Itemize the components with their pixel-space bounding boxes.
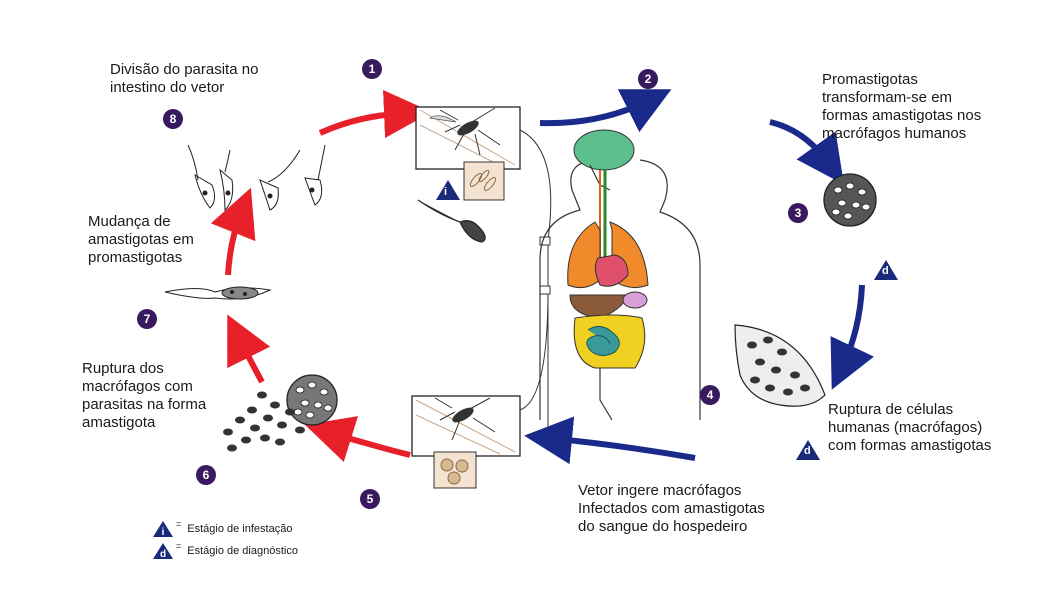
step-6-badge: 6: [196, 465, 216, 485]
svg-text:i: i: [162, 527, 165, 538]
infective-badge-letter: i: [444, 186, 448, 198]
sandfly-bite-illustration-bottom: [411, 395, 521, 489]
ruptured-macrophage: [223, 374, 338, 452]
step-2-badge: 2: [638, 69, 658, 89]
legend-diagnostic: d = Estágio de diagnóstico: [152, 541, 298, 560]
arrow-8-to-1: [318, 90, 432, 138]
legend-infective-label: Estágio de infestação: [187, 523, 293, 535]
lung-left: [567, 221, 601, 289]
step-1-badge: 1: [362, 59, 382, 79]
stomach: [622, 291, 648, 309]
svg-text:d: d: [160, 549, 166, 560]
sandfly-bite-illustration-top: [415, 106, 521, 243]
arrow-5-to-6: [305, 416, 411, 463]
human-body-illustration: [539, 129, 701, 421]
diagnostic-badge-letter-upper: d: [882, 265, 889, 277]
diagnostic-stage-marker-lower: [796, 440, 820, 460]
connector-lines: [519, 129, 552, 430]
small-intestine: [586, 326, 620, 356]
heart: [594, 254, 629, 287]
arrow-4-to-5: [524, 416, 696, 465]
diagnostic-legend-icon: d: [153, 543, 173, 560]
arrow-2-to-3: [769, 119, 844, 185]
infected-macrophage: [823, 173, 877, 227]
diagnostic-stage-marker-upper: [874, 260, 898, 280]
infective-legend-icon: i: [153, 521, 173, 538]
brain: [573, 129, 635, 171]
promastigotes-dividing: [187, 144, 326, 212]
infective-stage-marker: [436, 180, 460, 200]
arrow-3-to-4: [830, 284, 874, 390]
rupturing-human-cell: [734, 324, 826, 407]
legend-diagnostic-label: Estágio de diagnóstico: [187, 545, 298, 557]
step-5-badge: 5: [360, 489, 380, 509]
arrow-7-to-8: [210, 187, 256, 276]
step-8-badge: 8: [163, 109, 183, 129]
promastigote-transforming: [164, 286, 272, 300]
step-7-badge: 7: [137, 309, 157, 329]
liver: [569, 294, 629, 319]
diagnostic-badge-letter-lower: d: [804, 445, 811, 457]
arrow-1-to-2: [539, 89, 672, 133]
step-4-badge: 4: [700, 385, 720, 405]
arrow-6-to-7: [227, 314, 271, 384]
legend-infective: i = Estágio de infestação: [152, 519, 293, 538]
step-3-badge: 3: [788, 203, 808, 223]
